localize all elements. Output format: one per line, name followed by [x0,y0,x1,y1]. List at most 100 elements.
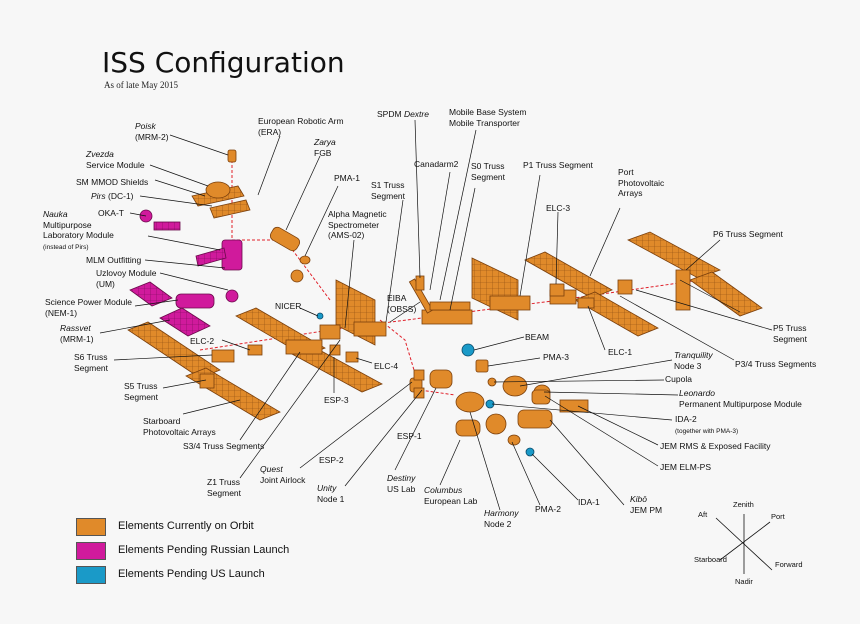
label-ida2: IDA-2(together with PMA-3) [675,414,738,436]
legend-swatch-russian [76,542,106,560]
pma1-body [299,255,311,265]
label-canadarm: Canadarm2 [414,159,459,169]
label-p34: P3/4 Truss Segments [735,359,817,369]
kibo-pm [517,409,553,429]
label-spdm: SPDM Dextre [377,109,429,120]
canadarm [408,278,434,314]
tranquility-sub: Node 3 [674,360,702,371]
label-esp2: ESP-2 [319,455,344,465]
pirs-name: Pirs [91,191,106,201]
port-array-4 [689,271,763,317]
starboard-array-1 [127,321,221,379]
starboard-pa-sub: Photovoltaic Arrays [143,426,216,437]
elc3 [549,283,565,297]
columbus-sub: European Lab [424,495,478,506]
zarya-sub: FGB [314,147,332,158]
us-pending-modules [316,312,535,457]
nicer-body [316,312,324,320]
poisk-name: Poisk [135,121,156,131]
s6-truss [211,349,235,363]
eiba-sub: (OBSS) [387,303,417,314]
rassvet-sub: (MRM-1) [60,333,94,344]
label-era: European Robotic Arm(ERA) [258,116,344,137]
label-esp1: ESP-1 [397,431,422,441]
elc2 [247,344,263,356]
label-s34: S3/4 Truss Segments [183,441,265,451]
s0-sub: Segment [471,171,506,182]
s6-name: S6 Truss [74,352,108,362]
pirs-sub: (DC-1) [108,191,134,201]
port-array-3 [627,231,721,279]
axis-aft: Aft [698,510,708,519]
s1-name: S1 Truss [371,180,405,190]
uzlovoy-node [225,289,239,303]
label-ida1: IDA-1 [578,497,600,507]
zarya-name: Zarya [314,137,336,147]
destiny-sub: US Lab [387,483,416,494]
pma2-body [507,434,521,446]
ams-l1: Spectrometer [328,219,380,230]
mbs-sub: Mobile Transporter [449,117,520,128]
legend-label-russian: Elements Pending Russian Launch [118,544,290,556]
port-array-1 [524,251,613,299]
label-eiba: EIBA(OBSS) [387,293,416,314]
diagram-subtitle: As of late May 2015 [104,80,178,90]
zarya-body [269,226,301,252]
ams-l2: (AMS-02) [328,230,365,240]
jem-elm [531,389,551,405]
columbus-name: Columbus [424,485,463,495]
russian-pending-modules [129,209,243,337]
legend-swatch-us [76,566,106,584]
label-mlm: MLM Outfitting [86,255,142,265]
label-rassvet: Rassvet(MRM-1) [60,323,94,344]
quest-sub: Joint Airlock [260,474,306,485]
p5-sub: Segment [773,333,808,344]
port-pa-l1: Photovoltaic [618,177,665,188]
label-spm: Science Power Module(NEM-1) [45,297,132,318]
unity-name: Unity [317,483,337,493]
label-p6: P6 Truss Segment [713,229,783,239]
label-jem-elm: JEM ELM-PS [660,462,712,472]
zvezda-array-2 [209,199,251,219]
spdm-name: SPDM [377,109,402,119]
zvezda-sub: Service Module [86,159,145,170]
s34-truss [285,339,323,355]
label-cupola: Cupola [665,374,692,384]
label-esp3: ESP-3 [324,395,349,405]
eiba-name: EIBA [387,293,407,303]
port-pa-l2: Arrays [618,188,643,198]
harmony-sub: Node 2 [484,518,512,529]
s1-sub: Segment [371,190,406,201]
port-pa-name: Port [618,167,634,177]
legend-label-orbit: Elements Currently on Orbit [118,520,254,532]
poisk-sub: (MRM-2) [135,131,169,142]
kibo-name: Kibō [630,494,648,504]
diagram-title: ISS Configuration [102,46,345,79]
label-elc4: ELC-4 [374,361,399,371]
starboard-pa-name: Starboard [143,416,181,426]
harmony-name: Harmony [484,508,519,518]
orientation-compass [715,514,773,574]
legend-swatch-orbit [76,518,106,536]
esp2 [413,387,425,399]
era-sub: (ERA) [258,126,282,137]
s6-sub: Segment [74,362,109,373]
nauka-l1: Multipurpose [43,219,92,230]
ida2-name: IDA-2 [675,414,697,424]
p5-name: P5 Truss [773,323,807,333]
label-uzlovoy: Uzlovoy Module(UM) [96,268,156,289]
